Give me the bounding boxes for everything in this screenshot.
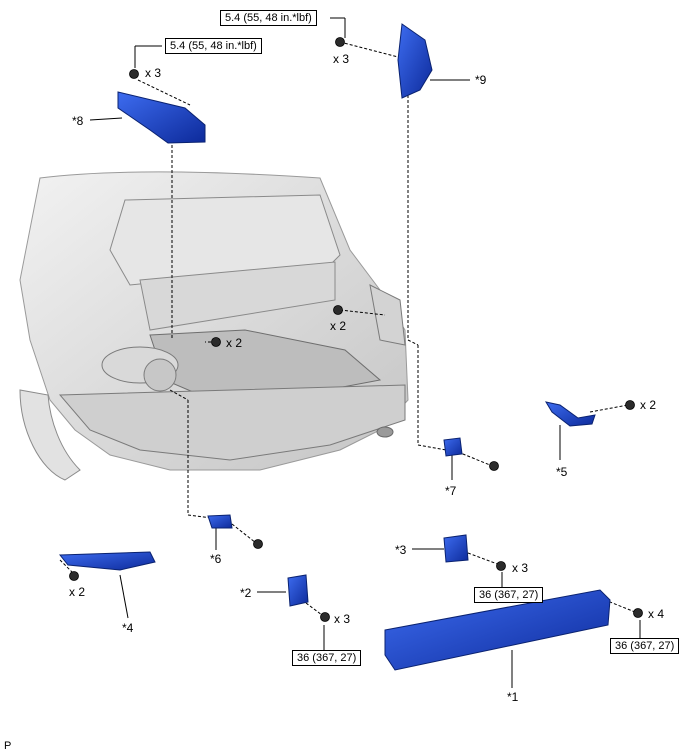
callout-part-7: *7 [445, 484, 457, 498]
callout-part-6: *6 [210, 552, 222, 566]
part-3-shape [443, 534, 469, 563]
callout-part-3: *3 [395, 543, 407, 557]
part-9-shape [397, 23, 433, 99]
qty-part4-bolts: x 2 [69, 585, 86, 599]
callout-part-4: *4 [122, 621, 134, 635]
torque-box-part8: 5.4 (55, 48 in.*lbf) [165, 38, 262, 54]
callout-part-2: *2 [240, 586, 252, 600]
part-1-shape [384, 589, 611, 671]
part-8-shape [117, 91, 206, 144]
figure-code: P [4, 740, 12, 752]
torque-box-part3: 36 (367, 27) [474, 587, 544, 603]
vehicle-rear-body [19, 171, 409, 481]
qty-part5-bolts: x 2 [640, 398, 657, 412]
torque-box-part2: 36 (367, 27) [292, 650, 362, 666]
torque-box-part9: 5.4 (55, 48 in.*lbf) [220, 10, 317, 26]
part-4-shape [58, 551, 156, 571]
fasteners [69, 37, 643, 622]
callout-part-9: *9 [475, 73, 487, 87]
solid-leaders [89, 17, 641, 688]
qty-part2-bolts: x 3 [334, 612, 351, 626]
qty-part1-nuts: x 4 [648, 607, 665, 621]
part-2-shape [287, 574, 309, 607]
part-6-shape [207, 514, 233, 529]
part-5-shape [544, 401, 596, 427]
torque-box-part1: 36 (367, 27) [610, 638, 680, 654]
callout-part-1: *1 [507, 690, 519, 704]
qty-right-clips: x 2 [330, 319, 347, 333]
callout-part-5: *5 [556, 465, 568, 479]
qty-left-clips: x 2 [226, 336, 243, 350]
qty-part8-nuts: x 3 [145, 66, 162, 80]
callout-part-8: *8 [72, 114, 84, 128]
qty-part9-nuts: x 3 [333, 52, 350, 66]
qty-part3-bolts: x 3 [512, 561, 529, 575]
part-7-shape [443, 437, 463, 457]
